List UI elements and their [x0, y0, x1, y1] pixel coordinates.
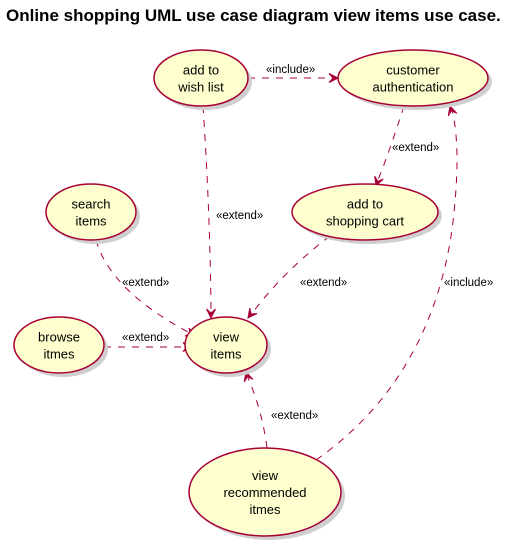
use-case-label: shopping cart — [326, 214, 404, 229]
use-case-ellipse — [188, 447, 342, 537]
relationship-view-recommended-items-to-customer-authentication: «include» — [315, 104, 493, 461]
arrowhead-icon — [206, 308, 216, 320]
relationship-label: «include» — [444, 277, 493, 289]
use-case-label: itmes — [249, 502, 281, 517]
use-case-view-recommended-items: view recommended itmes — [188, 447, 345, 540]
use-case-ellipse — [13, 316, 105, 374]
relationship-line — [377, 105, 405, 181]
use-case-add-to-shopping-cart: add to shopping cart — [291, 183, 442, 244]
relationship-browse-items-to-view-items: «extend» — [104, 332, 194, 352]
relationship-line — [252, 235, 331, 313]
use-case-label: browse — [38, 330, 80, 345]
use-case-label: wish list — [177, 80, 224, 95]
relationship-label: «include» — [266, 64, 315, 76]
relationship-add-to-wish-list-to-customer-authentication: «include» — [248, 64, 340, 83]
use-case-label: items — [210, 347, 242, 362]
relationship-view-recommended-items-to-view-items: «extend» — [243, 370, 318, 449]
use-case-label: customer — [386, 63, 440, 78]
relationship-label: «extend» — [271, 410, 318, 422]
use-case-label: add to — [347, 197, 383, 212]
use-case-ellipse — [291, 183, 439, 241]
use-case-label: add to — [183, 63, 219, 78]
relationship-label: «extend» — [216, 210, 263, 222]
arrowhead-icon — [247, 308, 258, 319]
use-case-label: items — [75, 214, 107, 229]
use-case-label: itmes — [43, 347, 75, 362]
arrowhead-icon — [374, 175, 384, 188]
use-case-ellipse — [153, 49, 249, 107]
use-case-view-items: view items — [184, 316, 271, 377]
relationship-label: «extend» — [392, 142, 439, 154]
use-case-search-items: search items — [45, 183, 140, 244]
use-case-label: view — [252, 468, 279, 483]
use-case-add-to-wish-list: add to wish list — [153, 49, 252, 110]
relationship-line — [202, 105, 212, 311]
use-case-label: view — [213, 330, 240, 345]
use-case-ellipse — [45, 183, 137, 241]
arrowhead-icon — [447, 104, 458, 117]
use-case-label: search — [71, 197, 110, 212]
relationship-label: «extend» — [300, 277, 347, 289]
relationship-line — [315, 109, 458, 461]
arrowhead-icon — [328, 73, 340, 83]
use-case-customer-authentication: customer authentication — [337, 49, 492, 110]
relationship-line — [247, 377, 268, 449]
relationship-add-to-shopping-cart-to-view-items: «extend» — [247, 235, 347, 319]
use-case-nodes: add to wish list customer authentication add… — [13, 49, 492, 540]
relationship-line — [95, 239, 189, 333]
diagram-title: Online shopping UML use case diagram vie… — [6, 6, 501, 25]
relationship-label: «extend» — [122, 332, 169, 344]
use-case-ellipse — [184, 316, 268, 374]
relationship-label: «extend» — [122, 277, 169, 289]
relationship-add-to-wish-list-to-view-items: «extend» — [202, 105, 263, 320]
relationship-customer-authentication-to-add-to-shopping-cart: «extend» — [374, 105, 439, 188]
use-case-ellipse — [337, 49, 489, 107]
use-case-browse-items: browse itmes — [13, 316, 108, 377]
use-case-label: authentication — [373, 80, 454, 95]
use-case-label: recommended — [223, 485, 306, 500]
relationship-edges: «include» «extend» «extend» «extend» «extend… — [95, 64, 493, 461]
relationship-search-items-to-view-items: «extend» — [95, 239, 197, 337]
